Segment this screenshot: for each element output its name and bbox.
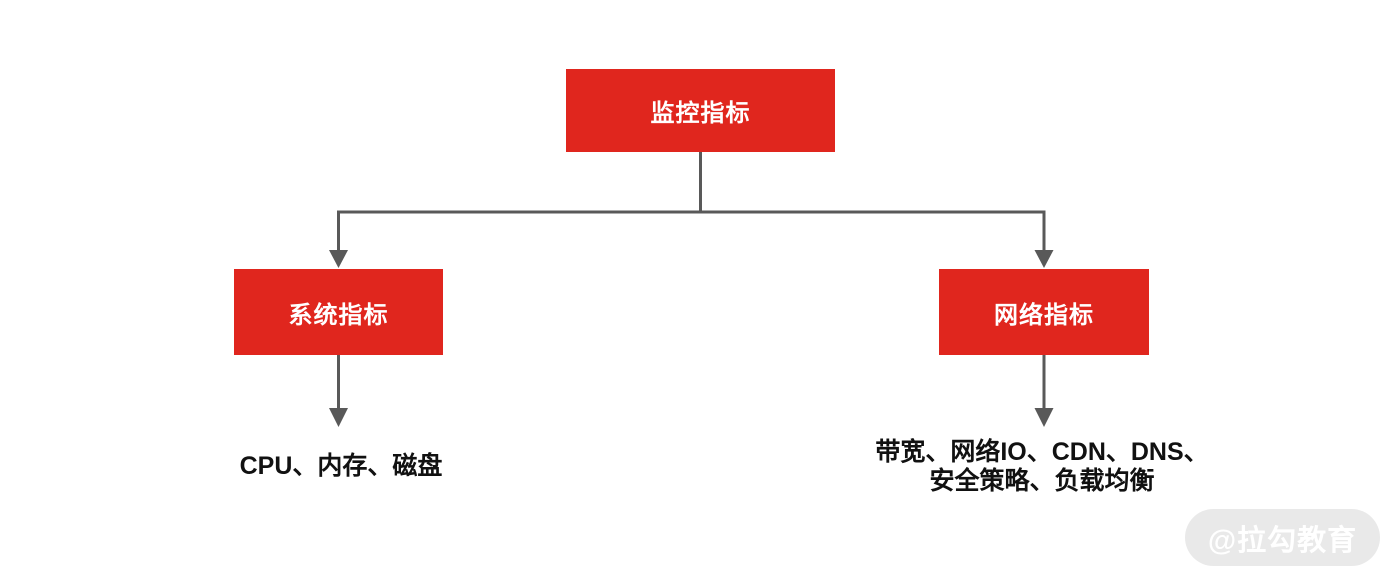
arrowhead-to-right-leaf-icon [1034,408,1054,427]
leaf-network-metrics-line-1: 带宽、网络IO、CDN、DNS、 [875,438,1209,466]
leaf-network-metrics-items: 带宽、网络IO、CDN、DNS、 安全策略、负载均衡 [870,438,1214,496]
connector-trunk [337,210,1046,253]
arrowhead-to-right-node-icon [1034,250,1054,268]
node-system-metrics-label: 系统指标 [288,301,389,329]
node-system-metrics: 系统指标 [234,269,443,355]
node-network-metrics: 网络指标 [939,269,1149,355]
leaf-system-metrics-line: CPU、内存、磁盘 [239,452,443,480]
node-monitoring-metrics-label: 监控指标 [650,100,751,127]
leaf-system-metrics-items: CPU、内存、磁盘 [191,452,491,481]
arrowhead-to-left-leaf-icon [329,408,348,427]
node-monitoring-metrics: 监控指标 [566,69,835,152]
leaf-network-metrics-line-2: 安全策略、负载均衡 [929,467,1155,495]
watermark-badge: @拉勾教育 [1185,509,1380,566]
node-network-metrics-label: 网络指标 [994,301,1094,329]
arrowhead-to-left-node-icon [329,250,348,268]
watermark-label: @拉勾教育 [1207,524,1358,557]
